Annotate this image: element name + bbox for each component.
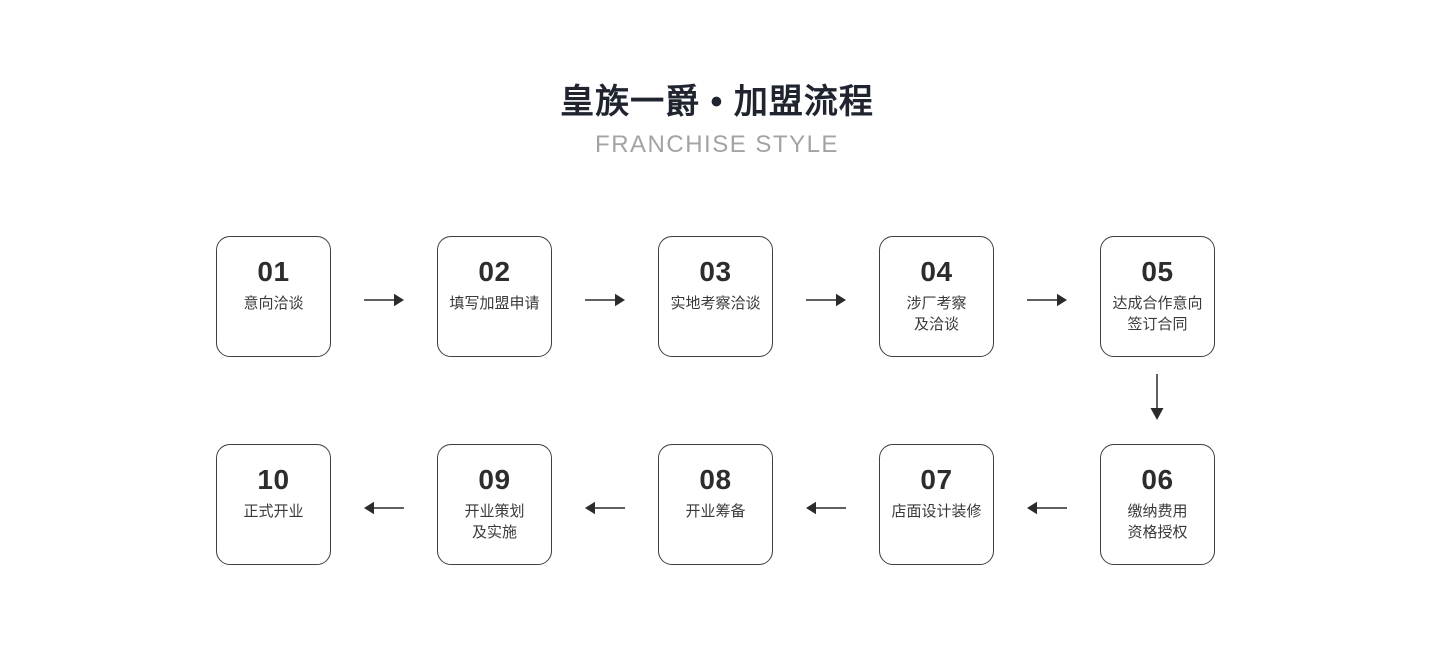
step-box-01: 01 意向洽谈 bbox=[216, 236, 331, 357]
step-label-line: 意向洽谈 bbox=[243, 295, 304, 312]
arrow-right-icon bbox=[773, 236, 879, 357]
step-label-line: 签订合同 bbox=[1127, 316, 1188, 333]
step-number: 06 bbox=[1141, 464, 1174, 495]
arrow-right-icon bbox=[331, 236, 437, 357]
arrow-right-icon bbox=[552, 236, 658, 357]
step-label-line: 正式开业 bbox=[243, 503, 304, 520]
page-title: 皇族一爵 • 加盟流程 bbox=[560, 83, 874, 121]
arrow-left-icon bbox=[994, 444, 1100, 565]
step-box-10: 10 正式开业 bbox=[216, 444, 331, 565]
page-header: 皇族一爵 • 加盟流程 FRANCHISE STYLE bbox=[0, 82, 1434, 159]
arrow-left-icon bbox=[773, 444, 879, 565]
step-box-09: 09 开业策划 及实施 bbox=[437, 444, 552, 565]
step-label: 缴纳费用 资格授权 bbox=[1101, 501, 1214, 543]
step-label-line: 开业筹备 bbox=[685, 503, 746, 520]
arrow-left-icon bbox=[552, 444, 658, 565]
step-label: 实地考察洽谈 bbox=[659, 293, 772, 314]
arrow-left-icon bbox=[331, 444, 437, 565]
step-label-line: 达成合作意向 bbox=[1112, 295, 1203, 312]
step-label: 填写加盟申请 bbox=[438, 293, 551, 314]
step-number: 01 bbox=[257, 256, 290, 287]
step-box-04: 04 涉厂考察 及洽谈 bbox=[879, 236, 994, 357]
step-label: 开业策划 及实施 bbox=[438, 501, 551, 543]
step-number: 10 bbox=[257, 464, 290, 495]
step-number: 05 bbox=[1141, 256, 1174, 287]
step-number: 07 bbox=[920, 464, 953, 495]
step-label: 正式开业 bbox=[217, 501, 330, 522]
arrow-right-icon bbox=[994, 236, 1100, 357]
step-box-06: 06 缴纳费用 资格授权 bbox=[1100, 444, 1215, 565]
step-number: 09 bbox=[478, 464, 511, 495]
step-label-line: 及洽谈 bbox=[913, 316, 959, 333]
step-label: 涉厂考察 及洽谈 bbox=[880, 293, 993, 335]
step-label-line: 涉厂考察 bbox=[906, 295, 967, 312]
step-label: 意向洽谈 bbox=[217, 293, 330, 314]
flow-row-bottom: 10 正式开业 09 开业策划 及实施 08 开业筹备 bbox=[216, 444, 1215, 565]
step-label: 达成合作意向 签订合同 bbox=[1101, 293, 1214, 335]
step-number: 04 bbox=[920, 256, 953, 287]
step-label-line: 实地考察洽谈 bbox=[670, 295, 761, 312]
step-number: 03 bbox=[699, 256, 732, 287]
step-label: 开业筹备 bbox=[659, 501, 772, 522]
step-label-line: 缴纳费用 bbox=[1127, 503, 1188, 520]
step-label-line: 填写加盟申请 bbox=[449, 295, 540, 312]
step-label-line: 资格授权 bbox=[1127, 524, 1188, 541]
step-number: 08 bbox=[699, 464, 732, 495]
page-subtitle: FRANCHISE STYLE bbox=[595, 131, 839, 158]
step-box-05: 05 达成合作意向 签订合同 bbox=[1100, 236, 1215, 357]
step-label-line: 店面设计装修 bbox=[891, 503, 982, 520]
step-label-line: 及实施 bbox=[471, 524, 517, 541]
step-box-08: 08 开业筹备 bbox=[658, 444, 773, 565]
step-label: 店面设计装修 bbox=[880, 501, 993, 522]
step-box-02: 02 填写加盟申请 bbox=[437, 236, 552, 357]
flow-row-top: 01 意向洽谈 02 填写加盟申请 03 实地考察洽谈 bbox=[216, 236, 1215, 357]
step-box-07: 07 店面设计装修 bbox=[879, 444, 994, 565]
step-number: 02 bbox=[478, 256, 511, 287]
step-box-03: 03 实地考察洽谈 bbox=[658, 236, 773, 357]
step-label-line: 开业策划 bbox=[464, 503, 525, 520]
arrow-down-icon bbox=[1149, 374, 1165, 425]
